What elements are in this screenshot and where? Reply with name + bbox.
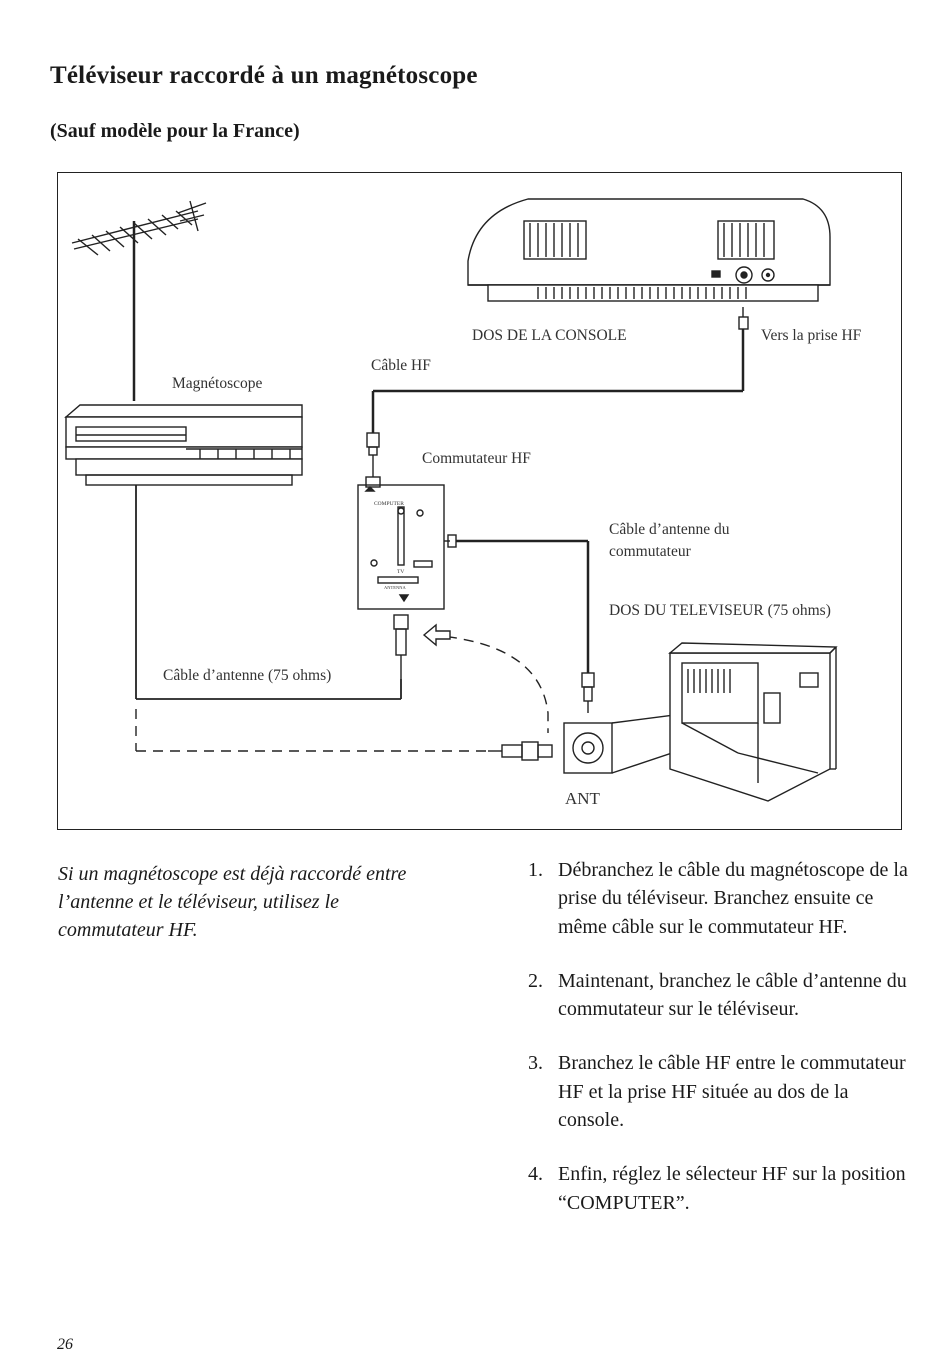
tv-icon: [668, 642, 838, 802]
page-subtitle: (Sauf modèle pour la France): [50, 120, 300, 142]
vcr-label: Magnétoscope: [172, 375, 263, 392]
console-back-label: DOS DE LA CONSOLE: [472, 327, 627, 344]
old-connector-icon: [488, 741, 553, 761]
connection-diagram: DOS DE LA CONSOLE Vers la prise HF Câble…: [57, 172, 902, 830]
list-item: 2. Maintenant, branchez le câble d’anten…: [528, 967, 913, 1024]
tv-back-label: DOS DU TELEVISEUR (75 ohms): [609, 602, 831, 619]
step-text: Branchez le câble HF entre le commutateu…: [558, 1052, 906, 1132]
step-number: 2.: [528, 969, 543, 992]
step-number: 1.: [528, 859, 543, 881]
step-text: Enfin, réglez le sélecteur HF sur la pos…: [558, 1163, 906, 1214]
step-text: Maintenant, branchez le câble d’antenne …: [558, 969, 907, 1021]
console-icon: [467, 198, 831, 302]
list-item: 4. Enfin, réglez le sélecteur HF sur la …: [528, 1160, 913, 1217]
switch-antenna-cable-icon: [456, 539, 595, 713]
rf-switch-label: Commutateur HF: [422, 450, 531, 467]
rf-switch-icon: [357, 476, 457, 679]
ant-label: ANT: [565, 789, 600, 808]
switch-antenna-label: ANTENNA: [384, 585, 406, 590]
page-number: 26: [57, 1336, 73, 1353]
steps-list: 1. Débranchez le câble du magnétoscope d…: [528, 856, 913, 1243]
connection-diagram-drawing: [64, 198, 838, 802]
switch-antenna-cable-label: Câble d’antenne du commutateur: [609, 521, 730, 560]
to-rf-jack-label: Vers la prise HF: [761, 327, 862, 344]
step-number: 4.: [528, 1163, 543, 1186]
antenna-cable-label: Câble d’antenne (75 ohms): [163, 667, 332, 684]
rf-cable-icon: [366, 307, 749, 477]
step-number: 3.: [528, 1052, 543, 1075]
antenna-icon: [71, 200, 207, 401]
antenna-cable-icon: [135, 485, 402, 700]
switch-tv-label: TV: [397, 569, 405, 575]
list-item: 3. Branchez le câble HF entre le commuta…: [528, 1049, 913, 1134]
list-item: 1. Débranchez le câble du magnétoscope d…: [528, 856, 913, 941]
vcr-note: Si un magnétoscope est déjà raccordé ent…: [58, 863, 407, 941]
old-connection-dashed-icon: [135, 634, 549, 752]
step-text: Débranchez le câble du magnétoscope de l…: [558, 859, 908, 938]
arrow-icon: [422, 623, 451, 647]
vcr-icon: [64, 404, 303, 486]
rf-cable-label: Câble HF: [371, 357, 431, 374]
switch-computer-label: COMPUTER: [374, 501, 404, 507]
page-title: Téléviseur raccordé à un magnétoscope: [50, 62, 478, 89]
